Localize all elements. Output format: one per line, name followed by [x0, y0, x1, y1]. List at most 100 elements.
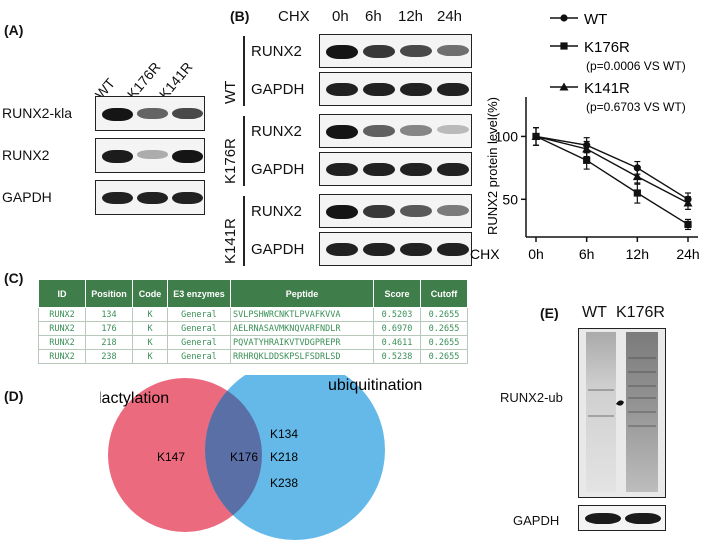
- ubiquitin-blot: [578, 328, 666, 498]
- legend-note: (p=0.0006 VS WT): [586, 59, 686, 73]
- panel-e-lane-wt: WT: [582, 304, 607, 321]
- legend-label: WT: [584, 11, 607, 28]
- table-cell: 0.4611: [373, 335, 421, 350]
- band: [437, 125, 469, 135]
- panel-d-letter: (D): [4, 388, 24, 404]
- band: [400, 243, 432, 257]
- panel-a-row-label: GAPDH: [2, 189, 52, 205]
- table-cell: General: [167, 349, 231, 364]
- legend-marker-k141r: [559, 82, 569, 91]
- band: [363, 163, 395, 177]
- table-cell: K: [132, 335, 168, 350]
- legend-marker-k176r: [560, 42, 568, 50]
- table-cell: 238: [85, 349, 133, 364]
- panel-c-letter: (C): [4, 270, 24, 286]
- band: [363, 45, 395, 58]
- band: [363, 83, 395, 97]
- table-cell: 0.5238: [373, 349, 421, 364]
- x-tick-label: 24h: [676, 246, 699, 262]
- table-cell: 0.5203: [373, 307, 421, 322]
- panel-b-group-bracket: [243, 116, 245, 186]
- panel-b-row-label: RUNX2: [251, 203, 302, 220]
- table-cell: RUNX2: [38, 349, 86, 364]
- table-cell: 0.2655: [420, 321, 468, 336]
- band: [137, 192, 168, 205]
- venn-left-only-item: K147: [157, 450, 185, 464]
- table-cell: K: [132, 307, 168, 322]
- venn-diagram: lactylation ubiquitination K147 K176 K13…: [100, 375, 422, 540]
- panel-e-letter: (E): [540, 305, 559, 321]
- table-cell: RRHRQKLDDSKPSLFSDRLSD: [230, 349, 374, 364]
- panel-b-blot: [319, 72, 472, 106]
- table-cell: RUNX2: [38, 307, 86, 322]
- table-header-cell: ID: [38, 279, 86, 308]
- table-cell: PQVATYHRAIKVTVDGPREPR: [230, 335, 374, 350]
- panel-b-row-label: RUNX2: [251, 123, 302, 140]
- panel-b-group-label: WT: [222, 80, 239, 104]
- band: [326, 45, 358, 59]
- band: [400, 125, 432, 136]
- band: [625, 513, 661, 524]
- band: [363, 125, 395, 137]
- table-header-cell: Peptide: [230, 279, 374, 308]
- panel-a-row-label: RUNX2: [2, 147, 50, 163]
- panel-a-blot: [95, 96, 205, 131]
- table-header-cell: E3 enzymes: [167, 279, 231, 308]
- table-cell: K: [132, 349, 168, 364]
- panel-a-blot: [95, 138, 205, 173]
- panel-b-row-label: RUNX2: [251, 43, 302, 60]
- table-cell: 0.2655: [420, 335, 468, 350]
- panel-b-timepoint: 12h: [398, 8, 424, 25]
- blot-artifact-spot: [616, 400, 624, 406]
- legend-label: K176R: [584, 39, 630, 56]
- band: [137, 108, 168, 119]
- band: [437, 45, 469, 57]
- panel-b-treatment-label: CHX: [278, 8, 310, 25]
- table-cell: 176: [85, 321, 133, 336]
- venn-right-only-item: K238: [270, 476, 298, 490]
- data-point-k141r: [632, 172, 642, 181]
- panel-b-letter: (B): [230, 8, 250, 24]
- band: [326, 125, 358, 139]
- legend-marker-wt: [560, 14, 568, 22]
- panel-b-timepoint: 0h: [332, 8, 349, 25]
- panel-b-blot: [319, 232, 472, 266]
- panel-a-row-label: RUNX2-kla: [2, 105, 73, 121]
- data-point-k141r: [582, 144, 592, 153]
- table-header-cell: Code: [132, 279, 168, 308]
- wt-ub-smear: [586, 332, 616, 492]
- band: [363, 243, 395, 257]
- y-axis-label: RUNX2 protein level(%): [485, 97, 500, 235]
- panel-b-blot: [319, 34, 472, 68]
- band: [172, 150, 203, 163]
- panel-e-gapdh-blot: [578, 505, 666, 531]
- band: [400, 205, 432, 217]
- table-header-cell: Position: [85, 279, 133, 308]
- panel-b-timepoint: 24h: [437, 8, 463, 25]
- table-cell: RUNX2: [38, 321, 86, 336]
- table-cell: RUNX2: [38, 335, 86, 350]
- band: [437, 205, 469, 216]
- band: [326, 163, 358, 177]
- data-point-k176r: [583, 156, 591, 164]
- table-cell: General: [167, 335, 231, 350]
- panel-b-row-label: GAPDH: [251, 81, 305, 98]
- panel-b-group-label: K141R: [222, 218, 239, 264]
- table-cell: 134: [85, 307, 133, 322]
- panel-e-lane-k176r: K176R: [616, 304, 665, 321]
- panel-b-group-bracket: [243, 36, 245, 106]
- series-line-k176r: [535, 135, 689, 226]
- venn-right-only-item: K218: [270, 450, 298, 464]
- table-cell: AELRNASAVMKNQVARFNDLR: [230, 321, 374, 336]
- data-point-k141r: [531, 131, 541, 140]
- panel-b-timepoint: 6h: [365, 8, 382, 25]
- data-point-k141r: [683, 198, 693, 207]
- x-tick-label: 0h: [528, 246, 544, 262]
- table-cell: General: [167, 307, 231, 322]
- table-cell: 0.2655: [420, 307, 468, 322]
- table-cell: General: [167, 321, 231, 336]
